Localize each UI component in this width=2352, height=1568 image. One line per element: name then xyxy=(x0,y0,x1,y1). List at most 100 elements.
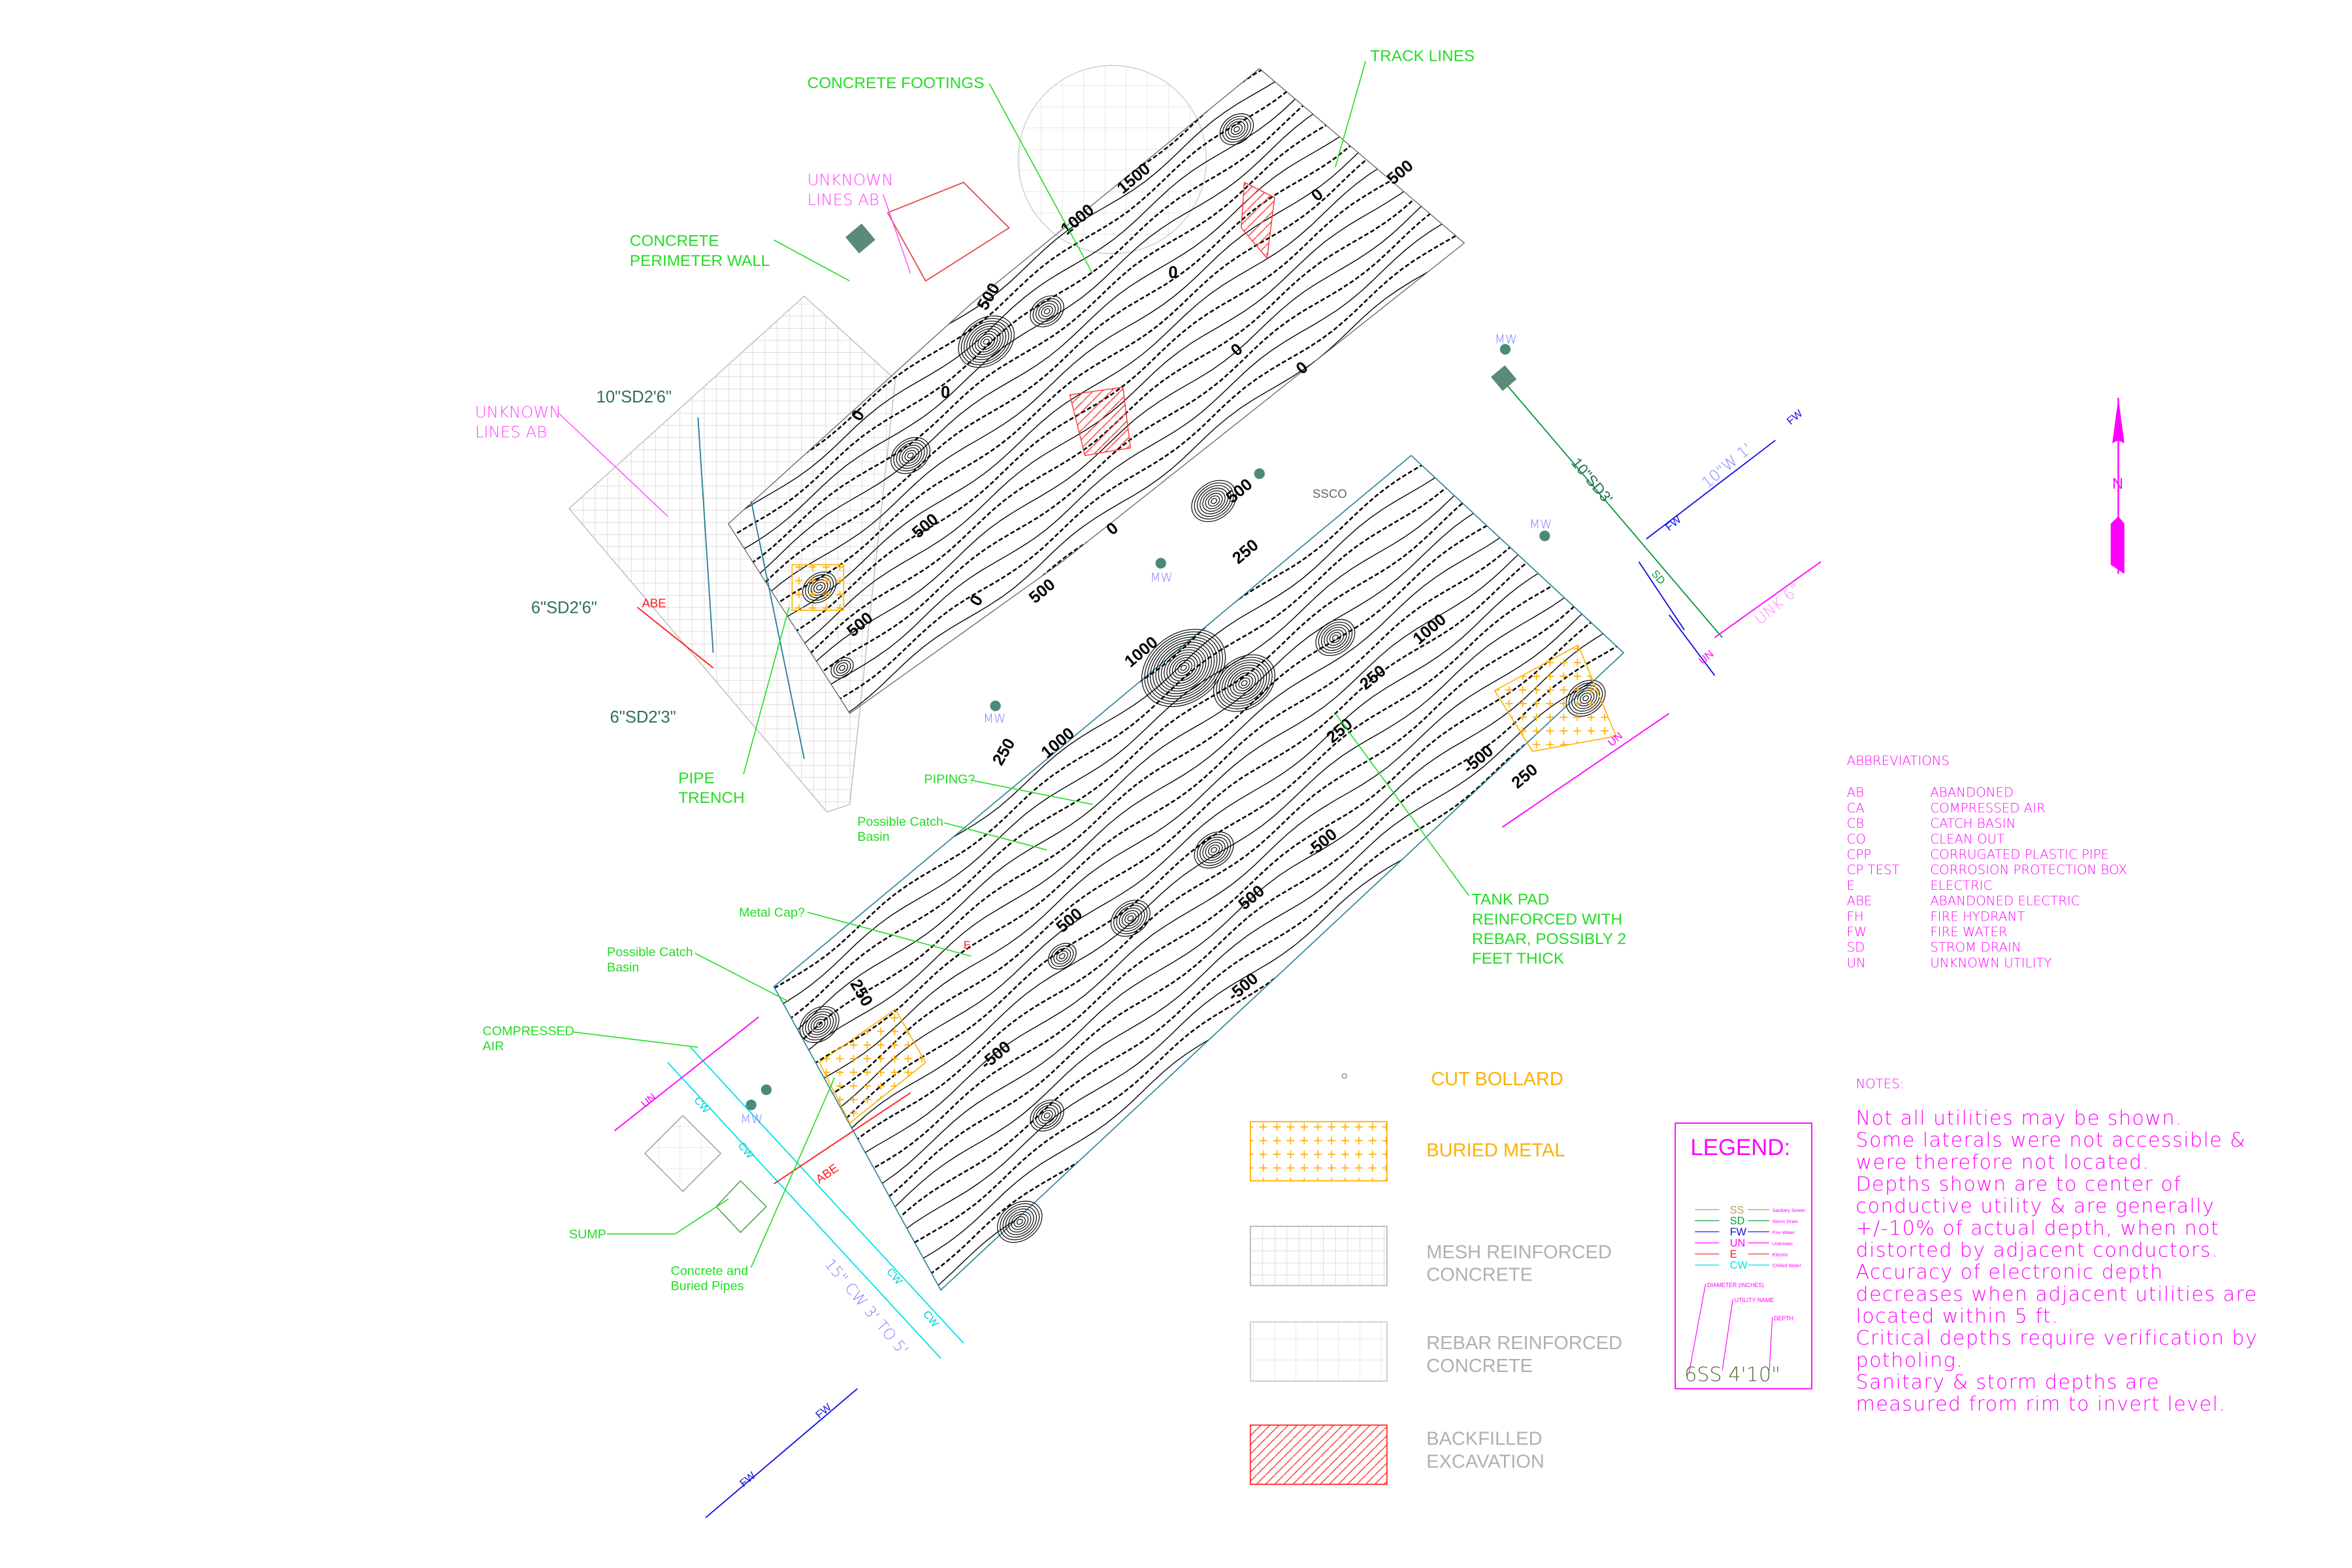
backfilled-swatch xyxy=(1249,1424,1388,1485)
anomaly-contour xyxy=(1320,624,1350,651)
contour-line xyxy=(728,68,1465,687)
contour-label: -500 xyxy=(1303,825,1341,860)
anomaly-contour xyxy=(1232,672,1256,694)
anomaly-contour xyxy=(958,315,1015,368)
contour-line xyxy=(728,68,1465,665)
contour-label: 250 xyxy=(989,735,1019,768)
abbreviation-row: SD STROM DRAIN xyxy=(1847,940,2021,955)
anomaly-contour xyxy=(1035,1105,1059,1126)
contour-line xyxy=(836,455,1624,1196)
contour-line xyxy=(774,455,1624,1058)
note-line: distorted by adjacent conductors. xyxy=(1856,1239,2219,1262)
anomaly-contour xyxy=(1205,493,1223,510)
anomaly-contour xyxy=(1238,678,1250,689)
anomaly-contour xyxy=(1016,1218,1023,1225)
contour-label: 500 xyxy=(1384,157,1417,189)
anomaly-contour xyxy=(1219,113,1254,146)
anomaly-contour xyxy=(977,333,996,350)
anomaly-contour xyxy=(1213,654,1275,712)
anomaly-contour xyxy=(1113,902,1148,934)
note-line: conductive utility & are generally xyxy=(1856,1195,2215,1218)
cw-label: CW xyxy=(884,1266,905,1288)
contour-label: 1000 xyxy=(1037,724,1078,762)
note-line: Sanitary & storm depths are xyxy=(1856,1371,2160,1394)
anomaly-contour xyxy=(1149,636,1218,700)
upper-survey-boundary xyxy=(728,68,1465,714)
note-line: located within 5 ft. xyxy=(1856,1305,2059,1328)
contour-label: 500 xyxy=(1053,905,1086,937)
note-line: Not all utilities may be shown. xyxy=(1856,1107,2183,1130)
abbr: SD xyxy=(1847,940,1865,955)
buried-metal-area xyxy=(1494,644,1617,752)
possible-catch-basin-label: Possible Catch xyxy=(857,815,943,829)
un-label: UN xyxy=(639,1091,659,1110)
legend-code: FW xyxy=(1730,1226,1747,1238)
north-label: N xyxy=(2112,475,2123,492)
contour-label: 0 xyxy=(1308,185,1327,205)
un-label: UN xyxy=(1697,648,1716,667)
compressed-air-label-line2: AIR xyxy=(483,1039,504,1054)
sd-10-3-label: 10"SD3' xyxy=(1568,454,1616,507)
anomaly-contour xyxy=(1147,634,1220,702)
fw-label: FW xyxy=(1785,407,1805,427)
contour-line xyxy=(774,455,1624,1092)
anomaly-contour xyxy=(1013,1216,1026,1228)
anomaly-contour xyxy=(997,1200,1043,1243)
piping-label: PIPING? xyxy=(924,772,975,787)
tank-pad-line: TANK PAD xyxy=(1472,891,1549,909)
anomaly-contour xyxy=(1152,639,1215,697)
symbol-legend: CUT BOLLARD BURIED METAL MESH REINFORCED… xyxy=(1249,1069,1622,1485)
legend-code: E xyxy=(1730,1249,1737,1260)
legend-name: Sanitary Sewer xyxy=(1772,1207,1806,1213)
anomaly-contour xyxy=(1218,659,1270,707)
abbr-meaning: STROM DRAIN xyxy=(1930,940,2021,955)
anomaly-contour xyxy=(1041,1110,1053,1121)
possible-catch-basin-2-label-line2: Basin xyxy=(607,960,639,975)
concrete-footing-circle xyxy=(1017,65,1207,254)
concrete-perimeter-wall xyxy=(887,182,1010,282)
contour-line xyxy=(906,468,1624,1288)
legend-name: Storm Drain xyxy=(1772,1218,1799,1224)
abbr-meaning: ABANDONED ELECTRIC xyxy=(1930,894,2080,909)
anomaly-contour xyxy=(1032,298,1062,325)
abbr: CB xyxy=(1847,816,1865,831)
anomaly-blobs xyxy=(799,113,1606,1243)
anomaly-contour xyxy=(975,331,998,353)
anomaly-contour xyxy=(1318,621,1353,654)
anomaly-contour xyxy=(1121,910,1139,926)
legend-code: SS xyxy=(1730,1204,1744,1216)
legend-title: LEGEND: xyxy=(1690,1135,1790,1160)
backfilled-excavation-area xyxy=(1241,182,1275,259)
abbr-meaning: ELECTRIC xyxy=(1930,878,1992,893)
note-line: measured from rim to invert level. xyxy=(1856,1393,2227,1416)
fw-label: FW xyxy=(738,1469,758,1489)
note-line: Accuracy of electronic depth xyxy=(1856,1261,2164,1284)
anomaly-contour xyxy=(1228,121,1246,138)
unknown-lines-ab-left-label: UNKNOWN xyxy=(475,402,561,421)
anomaly-contour xyxy=(1002,1205,1037,1238)
anomaly-contour xyxy=(833,659,851,676)
anomaly-contour xyxy=(1175,659,1192,676)
tank-pad-line: REINFORCED WITH xyxy=(1472,911,1622,928)
anomaly-contour xyxy=(1230,123,1243,135)
concrete-buried-pipes-label-line2: Buried Pipes xyxy=(671,1279,744,1294)
abbreviation-row: ABE ABANDONED ELECTRIC xyxy=(1847,894,2080,909)
contour-line xyxy=(776,455,1624,1115)
unk-6-label: UNK 6" xyxy=(1752,580,1805,629)
abbr: ABE xyxy=(1847,894,1872,909)
anomaly-contour xyxy=(1158,644,1209,692)
anomaly-contour xyxy=(1164,649,1204,687)
anomaly-contour xyxy=(1000,1203,1040,1241)
abbr-meaning: UNKNOWN UTILITY xyxy=(1930,955,2051,970)
anomaly-contour xyxy=(980,336,992,348)
utility-name-label: UTILITY NAME xyxy=(1735,1297,1774,1303)
contour-line xyxy=(810,455,1624,1162)
contour-line xyxy=(828,455,1624,1184)
anomaly-contour xyxy=(1030,295,1064,327)
